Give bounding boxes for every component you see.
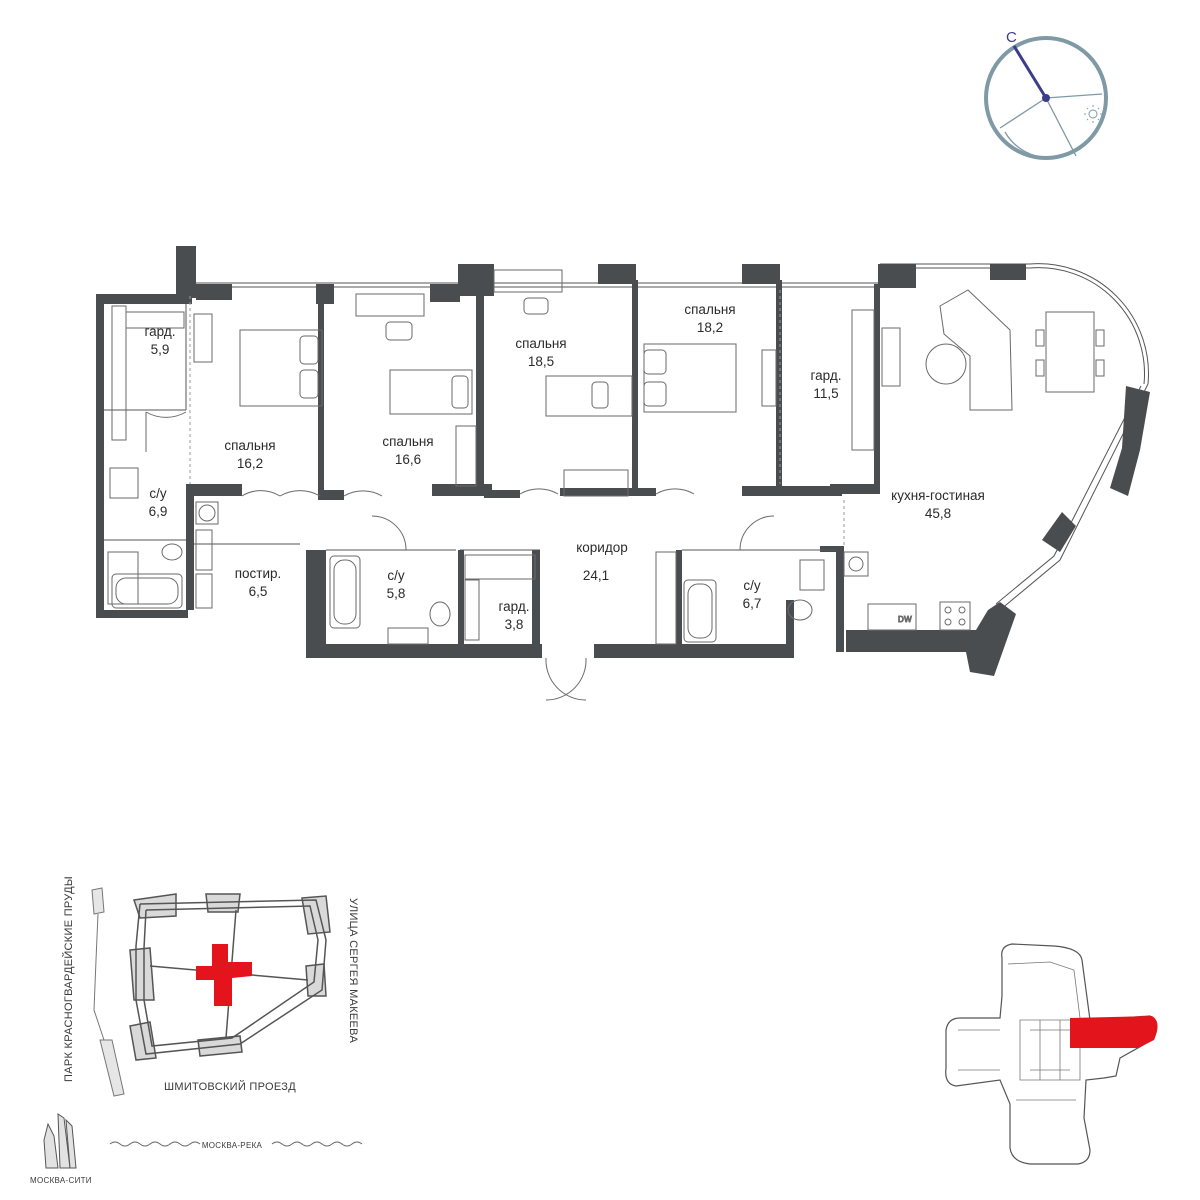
room-bathroom-3-name: с/у	[743, 578, 761, 593]
compass: С	[984, 29, 1108, 160]
room-bathroom-3-area: 6,7	[743, 596, 762, 611]
compass-inner-arc	[1004, 125, 1099, 159]
district-label: МОСКВА-СИТИ	[30, 1176, 92, 1185]
site-park-pond	[91, 887, 125, 1097]
compass-line	[999, 97, 1047, 129]
room-bedroom-4-area: 18,2	[697, 320, 723, 335]
room-wardrobe-2-area: 11,5	[813, 386, 838, 401]
room-wardrobe-2-name: гард.	[811, 368, 842, 383]
doors	[145, 411, 775, 701]
compass-line	[1045, 97, 1077, 157]
room-laundry-name: постир.	[235, 566, 282, 581]
room-bedroom-3-area: 18,5	[528, 354, 554, 369]
compass-center	[1042, 94, 1050, 102]
room-bathroom-1-area: 6,9	[149, 504, 168, 519]
room-bedroom-1-area: 16,2	[237, 456, 263, 471]
site-street-bottom-label: ШМИТОВСКИЙ ПРОЕЗД	[164, 1080, 296, 1093]
dishwasher-label: DW	[898, 615, 912, 624]
site-map: ПАРК КРАСНОГВАРДЕЙСКИЕ ПРУДЫ УЛИЦА СЕРГЕ…	[30, 876, 363, 1185]
river-label: МОСКВА-РЕКА	[202, 1141, 263, 1150]
bedroom-furniture	[193, 269, 777, 417]
room-laundry-area: 6,5	[249, 584, 268, 599]
room-labels: гард. 5,9 спальня 16,2 спальня 16,6 спал…	[145, 302, 985, 632]
river-wave-left	[109, 1141, 201, 1147]
facade-glazing-line	[880, 267, 1145, 385]
floor-key-highlight	[1070, 1016, 1158, 1048]
floor-key-inner	[958, 961, 1081, 1101]
compass-north-letter: С	[1006, 29, 1017, 46]
room-corridor-name: коридор	[576, 540, 628, 555]
facade-glazing-line	[880, 263, 1149, 385]
room-bedroom-2-area: 16,6	[395, 452, 421, 467]
room-bedroom-3-name: спальня	[515, 336, 566, 351]
room-bathroom-2-area: 5,8	[387, 586, 406, 601]
room-kitchen-living-area: 45,8	[925, 506, 951, 521]
room-wardrobe-3-area: 3,8	[505, 617, 524, 632]
site-highlight	[196, 944, 252, 1006]
room-bedroom-4-name: спальня	[684, 302, 735, 317]
room-wardrobe-1-area: 5,9	[151, 342, 170, 357]
room-bathroom-2-name: с/у	[387, 568, 405, 583]
room-wardrobe-3-name: гард.	[499, 599, 530, 614]
site-park-label: ПАРК КРАСНОГВАРДЕЙСКИЕ ПРУДЫ	[62, 876, 75, 1082]
compass-needle	[1012, 45, 1048, 99]
floor-key	[945, 943, 1158, 1165]
room-bedroom-2-name: спальня	[382, 434, 433, 449]
room-bedroom-1-name: спальня	[224, 438, 275, 453]
floor-plan: DW гард. 5,9 спальня 16,2 спальня 16,6 с…	[96, 246, 1150, 701]
wardrobe-racks	[111, 305, 875, 645]
bathroom-fixtures	[107, 467, 825, 645]
facade-glazing-line	[999, 383, 1149, 611]
room-bathroom-1-name: с/у	[149, 486, 167, 501]
moscow-city-towers-icon	[43, 1113, 77, 1169]
sun-icon	[1084, 105, 1102, 123]
walls	[96, 246, 1150, 676]
river-wave-right	[271, 1141, 363, 1147]
compass-line	[1045, 93, 1103, 99]
site-park-path	[93, 913, 105, 1041]
living-furniture: DW	[843, 289, 1105, 631]
room-corridor-area: 24,1	[583, 568, 609, 583]
floor-key-outline	[945, 943, 1157, 1165]
facade-glazing-line	[995, 385, 1142, 605]
room-kitchen-living-name: кухня-гостиная	[891, 488, 985, 503]
room-wardrobe-1-name: гард.	[145, 324, 176, 339]
site-street-right-label: УЛИЦА СЕРГЕЯ МАКЕЕВА	[347, 898, 359, 1043]
partitions	[104, 290, 845, 551]
